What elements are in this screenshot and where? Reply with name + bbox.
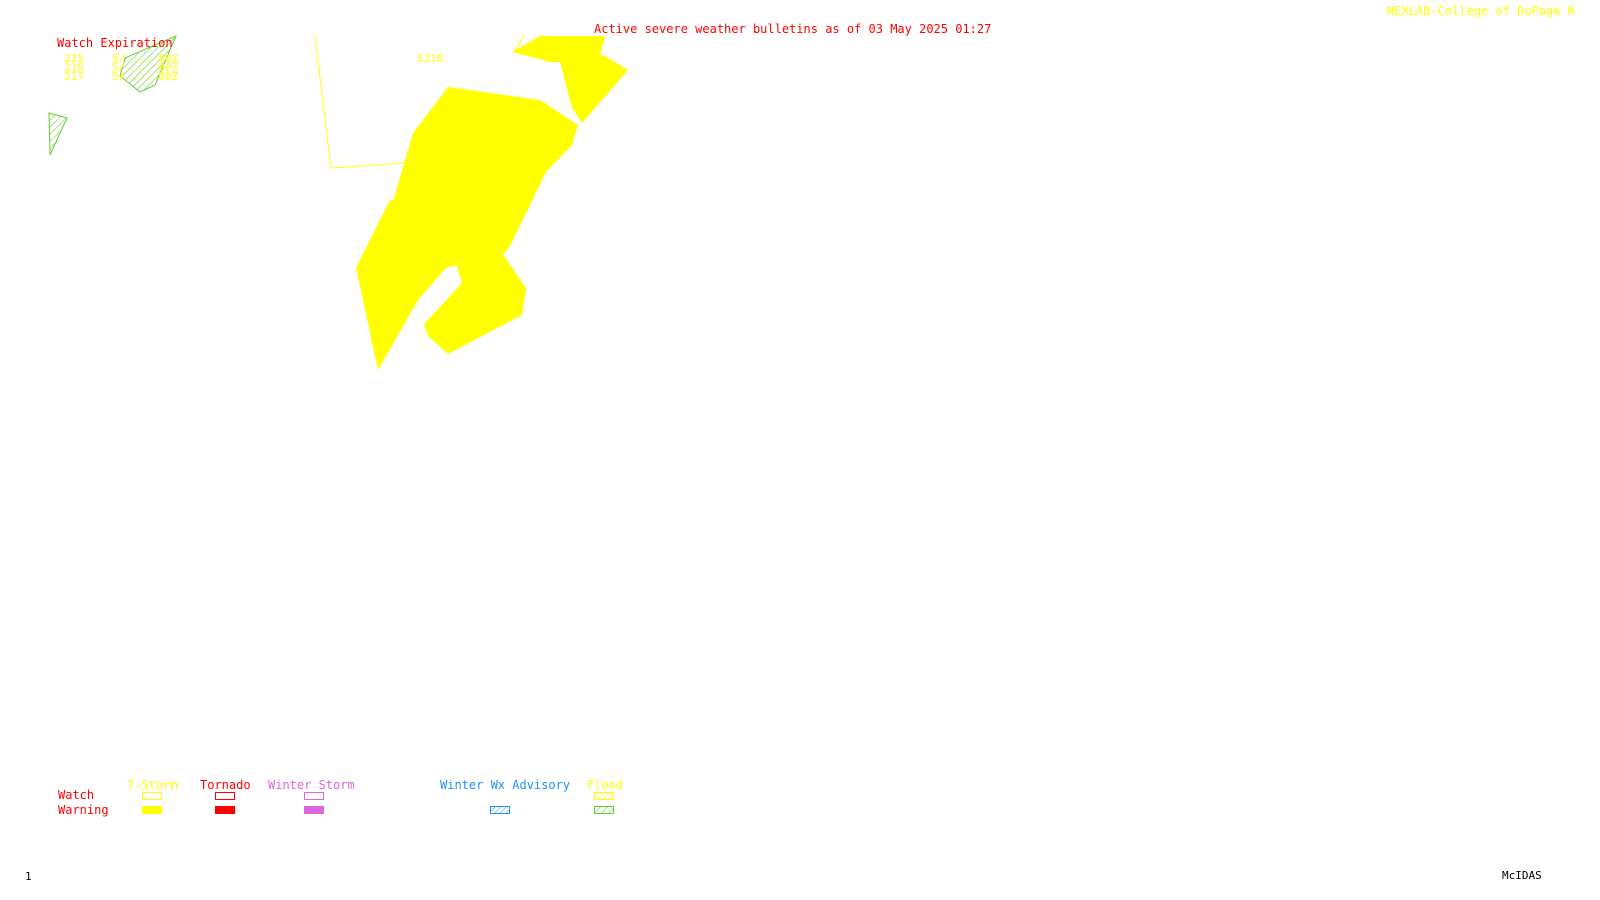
watch-id: 215 <box>64 52 84 65</box>
watch-time: 5/ ... 00Z <box>112 70 179 83</box>
legend-row-warning: Warning <box>58 803 109 817</box>
tstorm-watch-swatch <box>142 792 162 800</box>
watch-id: 216 <box>64 61 84 74</box>
tornado-warning-swatch <box>215 806 235 814</box>
legend-category-winter-advisory: Winter Wx Advisory <box>440 778 571 792</box>
legend-category-tornado: Tornado <box>200 778 251 792</box>
legend-category-tstorm: T-Storm <box>127 778 178 792</box>
software-label: McIDAS <box>1502 869 1542 882</box>
tstorm-warning-polygon <box>424 248 526 354</box>
flood-warning-area <box>48 112 68 156</box>
page-title: Active severe weather bulletins as of 03… <box>594 22 992 36</box>
legend-row-watch: Watch <box>58 788 95 802</box>
watch-time: 5/ ... 00Z <box>112 61 179 74</box>
tornado-watch-swatch <box>215 792 235 800</box>
watch-expiration-heading: Watch Expiration <box>57 36 173 50</box>
winter-storm-warning-swatch <box>304 806 324 814</box>
legend-category-winter-storm: Winter Storm <box>268 778 355 792</box>
watch-id: 217 <box>64 70 84 83</box>
winter-advisory-swatch <box>490 806 510 814</box>
tstorm-warning-polygon <box>560 55 628 123</box>
tstorm-warning-swatch <box>142 806 162 814</box>
flood-watch-swatch <box>594 792 614 800</box>
watch-outline-s216 <box>314 35 406 169</box>
tstorm-warning-polygon <box>356 200 446 370</box>
frame-number: 1 <box>25 870 32 883</box>
legend-category-flood: Flood <box>587 778 624 792</box>
tstorm-warning-polygon <box>512 36 605 62</box>
flood-warning-area <box>119 35 177 93</box>
winter-storm-watch-swatch <box>304 792 324 800</box>
watch-time: 5/ ... 00Z <box>112 52 179 65</box>
watch-area-label: S216 <box>417 52 444 65</box>
credit-label: NEXLAB-College of DuPage R <box>1387 4 1575 18</box>
flood-warning-swatch <box>594 806 614 814</box>
watch-outline-s216-top <box>513 35 525 53</box>
